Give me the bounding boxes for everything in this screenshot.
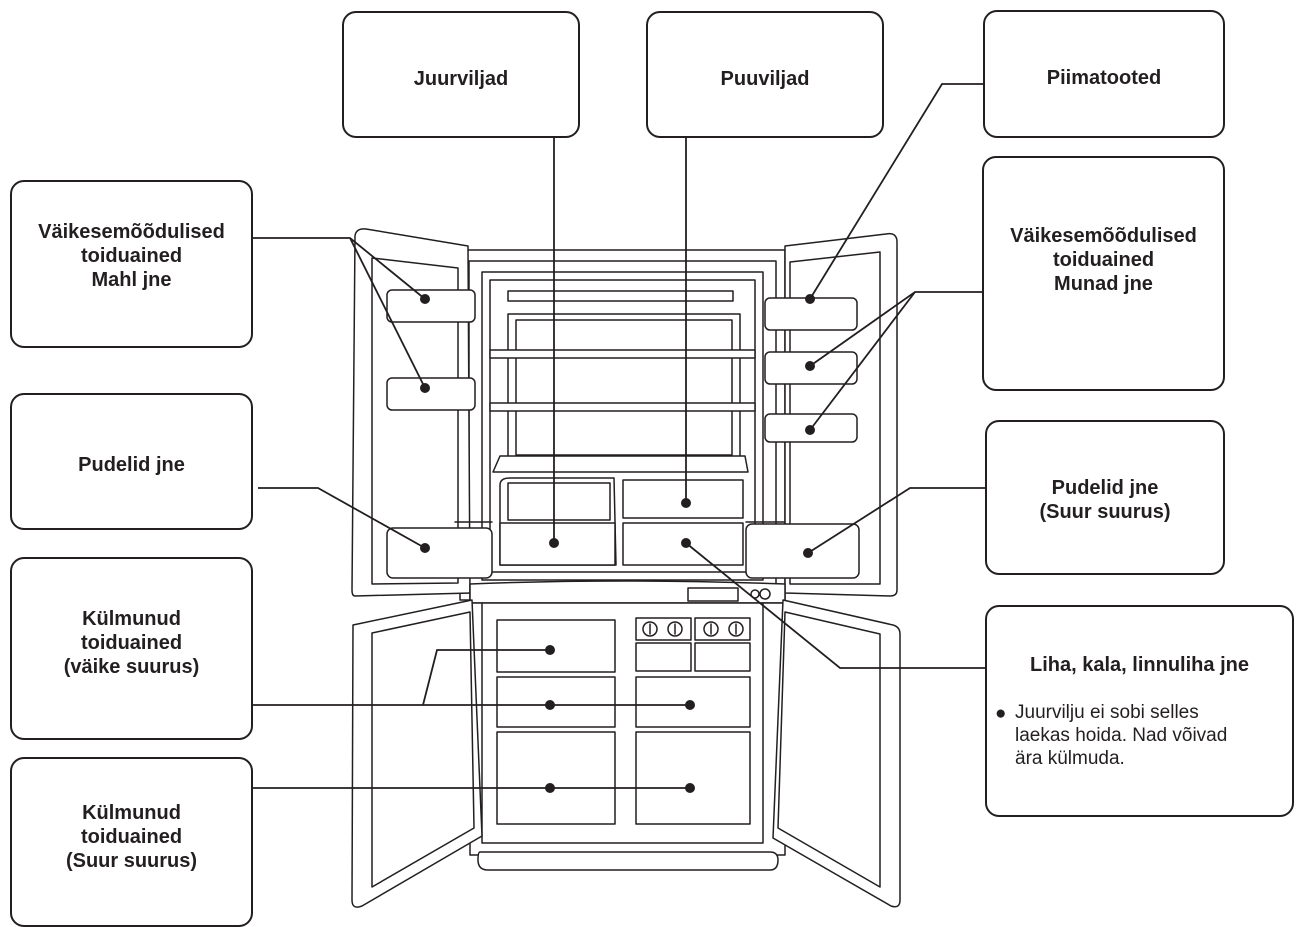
label-piimatooted: Piimatooted [983, 10, 1225, 138]
bullet-icon: ● [995, 703, 1007, 724]
label-line: toiduained [80, 632, 183, 654]
label-line: toiduained [80, 245, 183, 267]
label-juurviljad: Juurviljad [342, 11, 580, 138]
left-freezer-door [351, 599, 483, 908]
list-item: ● Juurvilju ei sobi selles laekas hoida.… [987, 701, 1284, 770]
callout-dot [805, 294, 815, 304]
label-text: Pudelid jne [78, 454, 185, 476]
leader-pudelid-left [258, 487, 426, 549]
leader-small-left [252, 237, 426, 389]
label-line: toiduained [80, 826, 183, 848]
callout-dot [685, 700, 695, 710]
callout-dot [805, 425, 815, 435]
callout-dot [685, 783, 695, 793]
label-line: (Suur suurus) [65, 850, 198, 872]
leader-pudelid-right [807, 487, 985, 554]
left-fridge-door [351, 228, 493, 601]
callout-dot [545, 700, 555, 710]
label-text: Juurviljad [413, 68, 509, 90]
label-frozen-large: Külmunud toiduained (Suur suurus) [10, 757, 253, 927]
control-panel [469, 580, 786, 604]
label-line: Külmunud [82, 802, 181, 824]
note-list: ● Juurvilju ei sobi selles laekas hoida.… [987, 701, 1292, 770]
right-freezer-door [772, 599, 901, 908]
leader-small-right [809, 291, 983, 431]
leader-piimatooted [809, 83, 983, 300]
label-bottles-left: Pudelid jne [10, 393, 253, 530]
label-text: Puuviljad [720, 68, 810, 90]
callout-dot [805, 361, 815, 371]
label-meat-title: Liha, kala, linnuliha jne [1030, 654, 1249, 676]
label-line: Munad jne [1054, 273, 1153, 295]
callout-dot [803, 548, 813, 558]
label-line: Mahl jne [91, 269, 172, 291]
label-meat-fish: Liha, kala, linnuliha jne ● Juurvilju ei… [985, 605, 1294, 817]
note-line: laekas hoida. Nad võivad [1015, 725, 1228, 746]
label-frozen-small: Külmunud toiduained (väike suurus) [10, 557, 253, 740]
label-line: Pudelid jne [1051, 477, 1159, 499]
callout-dot [545, 783, 555, 793]
leader-frozen-small [252, 649, 690, 706]
label-line: Väikesemõõdulised [1010, 225, 1197, 247]
label-line: Väikesemõõdulised [38, 221, 225, 243]
callout-dot [545, 645, 555, 655]
leader-meat [685, 542, 985, 669]
label-line: (väike suurus) [63, 656, 200, 678]
callout-dot [420, 383, 430, 393]
label-small-items-left: Väikesemõõdulised toiduained Mahl jne [10, 180, 253, 348]
note-line: Juurvilju ei sobi selles [1015, 702, 1199, 723]
note-line: ära külmuda. [1015, 748, 1125, 769]
callout-dot [420, 294, 430, 304]
callout-dots [420, 294, 815, 793]
label-line: Külmunud [82, 608, 181, 630]
label-bottles-right: Pudelid jne (Suur suurus) [985, 420, 1225, 575]
callout-dot [420, 543, 430, 553]
fridge-shelves [489, 349, 756, 473]
label-puuviljad: Puuviljad [646, 11, 884, 138]
label-line: (Suur suurus) [1039, 501, 1171, 523]
label-small-items-right: Väikesemõõdulised toiduained Munad jne [982, 156, 1225, 391]
callout-dot [681, 498, 691, 508]
callout-dot [681, 538, 691, 548]
callout-dot [549, 538, 559, 548]
label-text: Piimatooted [1046, 67, 1162, 89]
label-line: toiduained [1052, 249, 1155, 271]
